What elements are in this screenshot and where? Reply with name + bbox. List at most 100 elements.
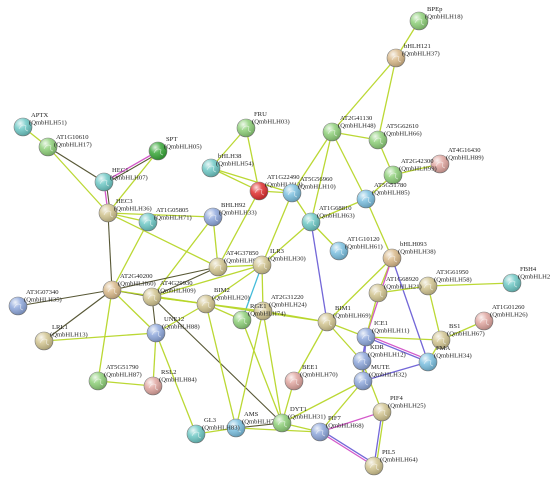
node-at2g42300[interactable]: AT2G42300(QmbHLH99) bbox=[383, 158, 437, 185]
node-structure-glyph bbox=[277, 420, 288, 428]
node-structure-glyph bbox=[289, 378, 300, 386]
node-highlight bbox=[384, 166, 402, 184]
node-name-label: BIM2 bbox=[214, 287, 230, 294]
node-spt[interactable]: SPT(QmbHLH05) bbox=[148, 136, 202, 161]
node-id-label: (QmbHLH17) bbox=[54, 142, 92, 149]
node-id-label: (QmbHLH99) bbox=[399, 166, 437, 173]
node-structure-glyph bbox=[388, 172, 399, 180]
node-at2g31220[interactable]: AT2G31220(QmbHLH24) bbox=[253, 294, 307, 321]
node-bpep[interactable]: BPEp(QmbHLH18) bbox=[409, 6, 463, 31]
node-bhlh92[interactable]: BHLH92(QmbHLH33) bbox=[203, 202, 257, 227]
node-pif7[interactable]: PIF7(QmbHLH68) bbox=[310, 415, 364, 442]
node-structure-glyph bbox=[377, 409, 388, 417]
node-name-label: AT5G51780 bbox=[374, 182, 407, 189]
node-id-label: (QmbHLH58) bbox=[434, 277, 472, 284]
node-highlight bbox=[330, 242, 348, 260]
node-id-label: (QmbHLH26) bbox=[490, 312, 528, 319]
node-at5g56960[interactable]: AT5G56960(QmbHLH10) bbox=[282, 176, 336, 203]
edge-bhlh38-at5g56960 bbox=[210, 167, 293, 194]
node-name-label: AT3G07340 bbox=[26, 289, 59, 296]
node-dyt1[interactable]: DYT1(QmbHLH31) bbox=[272, 406, 326, 433]
node-at1g05805[interactable]: AT1G05805(QmbHLH71) bbox=[138, 207, 192, 232]
node-at4g16430[interactable]: AT4G16430(QmbHLH89) bbox=[430, 147, 484, 174]
node-name-label: bHLH093 bbox=[400, 241, 427, 248]
node-structure-glyph bbox=[373, 290, 384, 298]
node-at1g01260[interactable]: AT1G01260(QmbHLH26) bbox=[474, 304, 528, 331]
node-rge1[interactable]: RGE1(QmbHLH74) bbox=[232, 303, 286, 330]
node-highlight bbox=[365, 457, 383, 475]
node-gl3[interactable]: GL3(QmbHLH83) bbox=[186, 417, 240, 444]
node-at4g37850[interactable]: AT4G37850(QmbHLH95) bbox=[208, 250, 262, 277]
edge-ilr3-rge1 bbox=[241, 264, 263, 321]
node-hec3[interactable]: HEC3(QmbHLH36) bbox=[98, 198, 152, 223]
edge-layer bbox=[17, 20, 513, 467]
node-id-label: (QmbHLH11) bbox=[372, 328, 409, 335]
node-hec1[interactable]: HEC1(QmbHLH07) bbox=[94, 167, 148, 192]
node-id-label: (QmbHLH30) bbox=[268, 256, 306, 263]
node-highlight bbox=[209, 258, 227, 276]
node-structure-glyph bbox=[93, 378, 104, 386]
node-at5g62610[interactable]: AT5G62610(QmbHLH66) bbox=[368, 123, 422, 150]
node-structure-glyph bbox=[369, 463, 380, 471]
node-highlight bbox=[357, 190, 375, 208]
node-bhlh093[interactable]: bHLH093(QmbHLH38) bbox=[382, 241, 436, 268]
node-highlight bbox=[302, 213, 320, 231]
node-id-label: (QmbHLH61) bbox=[345, 244, 383, 251]
node-ams[interactable]: AMS(QmbHLH78) bbox=[226, 411, 280, 438]
node-at1g68920[interactable]: AT1G68920(QmbHLH21) bbox=[368, 276, 422, 303]
edge-at4g37850-at2g40200 bbox=[111, 266, 219, 291]
node-at4g29930[interactable]: AT4G29930(QmbHLH09) bbox=[142, 280, 196, 307]
node-une12[interactable]: UNE12(QmbHLH88) bbox=[146, 316, 200, 343]
node-pil5[interactable]: PIL5(QmbHLH64) bbox=[364, 449, 418, 476]
node-at2g40200[interactable]: AT2G40200(QmbHLH60) bbox=[102, 273, 156, 300]
node-highlight bbox=[144, 377, 162, 395]
node-at2g41130[interactable]: AT2G41130(QmbHLH48) bbox=[322, 115, 376, 142]
node-name-label: AT1G10610 bbox=[56, 134, 89, 141]
node-structure-glyph bbox=[151, 330, 162, 338]
node-name-label: AT4G37850 bbox=[226, 250, 259, 257]
node-at1g68810[interactable]: AT1G68810(QmbHLH63) bbox=[301, 205, 355, 232]
node-pif4[interactable]: PIF4(QmbHLH25) bbox=[372, 395, 426, 422]
node-highlight bbox=[503, 274, 521, 292]
node-name-label: AT1G22490 bbox=[267, 174, 300, 181]
node-at3g07340[interactable]: AT3G07340(QmbHLH35) bbox=[8, 289, 62, 316]
node-fru[interactable]: FRU(QmbHLH03) bbox=[236, 111, 290, 138]
node-at3g61950[interactable]: AT3G61950(QmbHLH58) bbox=[418, 269, 472, 296]
node-structure-glyph bbox=[208, 214, 219, 222]
node-fbh4[interactable]: FBH4(QmbHLH23) bbox=[502, 266, 550, 293]
node-at5g51780[interactable]: AT5G51780(QmbHLH85) bbox=[356, 182, 410, 209]
node-highlight bbox=[431, 155, 449, 173]
node-highlight bbox=[283, 184, 301, 202]
node-bim2[interactable]: BIM2(QmbHLH20) bbox=[196, 287, 250, 314]
node-highlight bbox=[318, 313, 336, 331]
node-at1g10610[interactable]: AT1G10610(QmbHLH17) bbox=[38, 134, 92, 157]
node-highlight bbox=[410, 12, 428, 30]
node-ice1[interactable]: ICE1(QmbHLH11) bbox=[356, 320, 409, 347]
node-bim1[interactable]: BIM1(QmbHLH69) bbox=[317, 305, 371, 332]
node-name-label: MUTE bbox=[371, 364, 390, 371]
node-highlight bbox=[139, 213, 157, 231]
edge-at1g68810-bim1 bbox=[310, 221, 328, 323]
node-bhlh38[interactable]: bHLH38(QmbHLH54) bbox=[201, 153, 254, 178]
edge-mute-dyt1 bbox=[281, 380, 364, 424]
node-name-label: AT2G40200 bbox=[120, 273, 153, 280]
node-fma[interactable]: FMA(QmbHLH34) bbox=[418, 345, 472, 372]
node-highlight bbox=[237, 119, 255, 137]
node-ilr3[interactable]: ILR3(QmbHLH30) bbox=[252, 248, 306, 275]
node-name-label: ICE1 bbox=[374, 320, 388, 327]
node-id-label: (QmbHLH05) bbox=[164, 144, 202, 151]
node-name-label: AT2G31220 bbox=[271, 294, 304, 301]
node-bee1[interactable]: BEE1(QmbHLH70) bbox=[284, 364, 338, 391]
node-at1g10120[interactable]: AT1G10120(QmbHLH61) bbox=[329, 236, 383, 261]
node-bs1[interactable]: BS1(QmbHLH67) bbox=[431, 323, 485, 350]
node-rsl2[interactable]: RSL2(QmbHLH84) bbox=[143, 369, 197, 396]
node-at5g51790[interactable]: AT5G51790(QmbHLH87) bbox=[88, 364, 142, 391]
node-bhlh121[interactable]: bHLH121(QmbHLH37) bbox=[386, 43, 440, 68]
node-mute[interactable]: MUTE(QmbHLH32) bbox=[353, 364, 407, 391]
node-lrl1[interactable]: LRL1(QmbHLH13) bbox=[34, 324, 88, 351]
node-at1g22490[interactable]: AT1G22490(QmbHLH13) bbox=[249, 174, 303, 201]
node-aptx[interactable]: APTX(QmbHLH51) bbox=[13, 112, 67, 137]
node-structure-glyph bbox=[479, 318, 490, 326]
node-kdr[interactable]: KDR(QmbHLH12) bbox=[352, 344, 406, 371]
node-name-label: AT2G41130 bbox=[340, 115, 373, 122]
